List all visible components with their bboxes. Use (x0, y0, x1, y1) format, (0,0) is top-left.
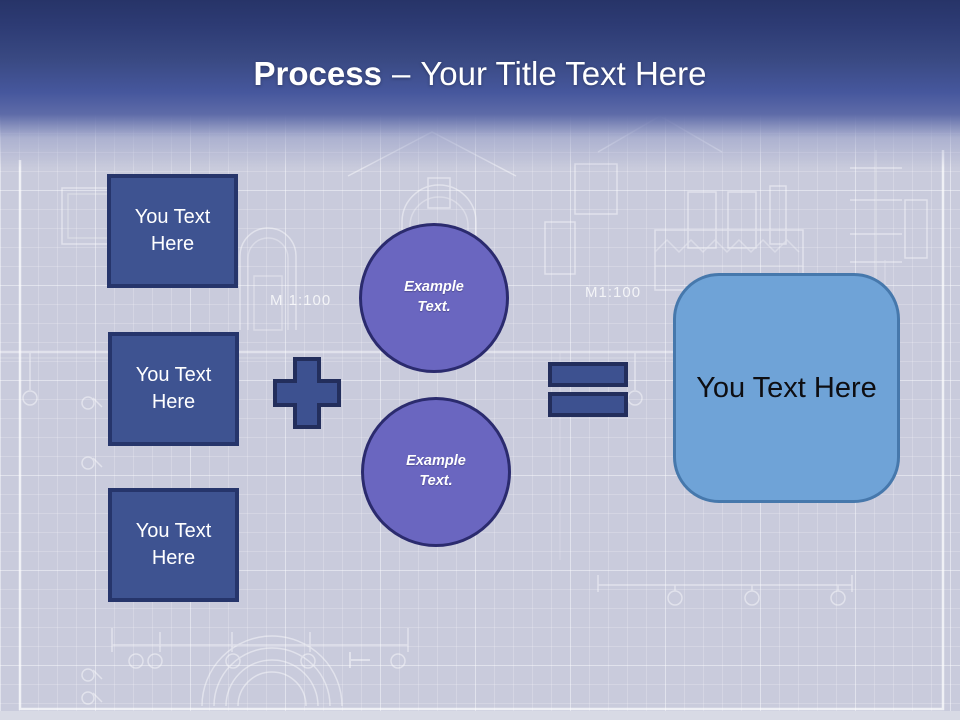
slide-title: Process–Your Title Text Here (0, 54, 960, 94)
result-box-label: You Text Here (696, 371, 877, 404)
input-box-3[interactable]: You Text Here (108, 488, 239, 602)
equals-bar (548, 362, 628, 387)
result-box[interactable]: You Text Here (673, 273, 900, 503)
equals-bar (548, 392, 628, 417)
title-subtitle: Your Title Text Here (420, 55, 707, 92)
example-circle-1-label: Example Text. (404, 279, 464, 315)
example-circle-2[interactable]: Example Text. (361, 397, 511, 547)
example-circle-1[interactable]: Example Text. (359, 223, 509, 373)
slide-bottom-edge (0, 711, 960, 720)
input-box-2-label: You Text Here (135, 364, 212, 413)
equals-icon[interactable] (548, 362, 628, 417)
input-box-2[interactable]: You Text Here (108, 332, 239, 446)
input-box-1[interactable]: You Text Here (107, 174, 238, 288)
input-box-3-label: You Text Here (135, 520, 212, 569)
input-box-1-label: You Text Here (134, 206, 211, 255)
plus-icon[interactable] (273, 357, 341, 429)
example-circle-2-label: Example Text. (406, 453, 466, 489)
title-banner (0, 0, 960, 168)
title-separator: – (391, 55, 411, 92)
scale-label: M1:100 (585, 284, 642, 301)
scale-label: M 1:100 (270, 292, 332, 309)
title-keyword: Process (253, 55, 382, 92)
